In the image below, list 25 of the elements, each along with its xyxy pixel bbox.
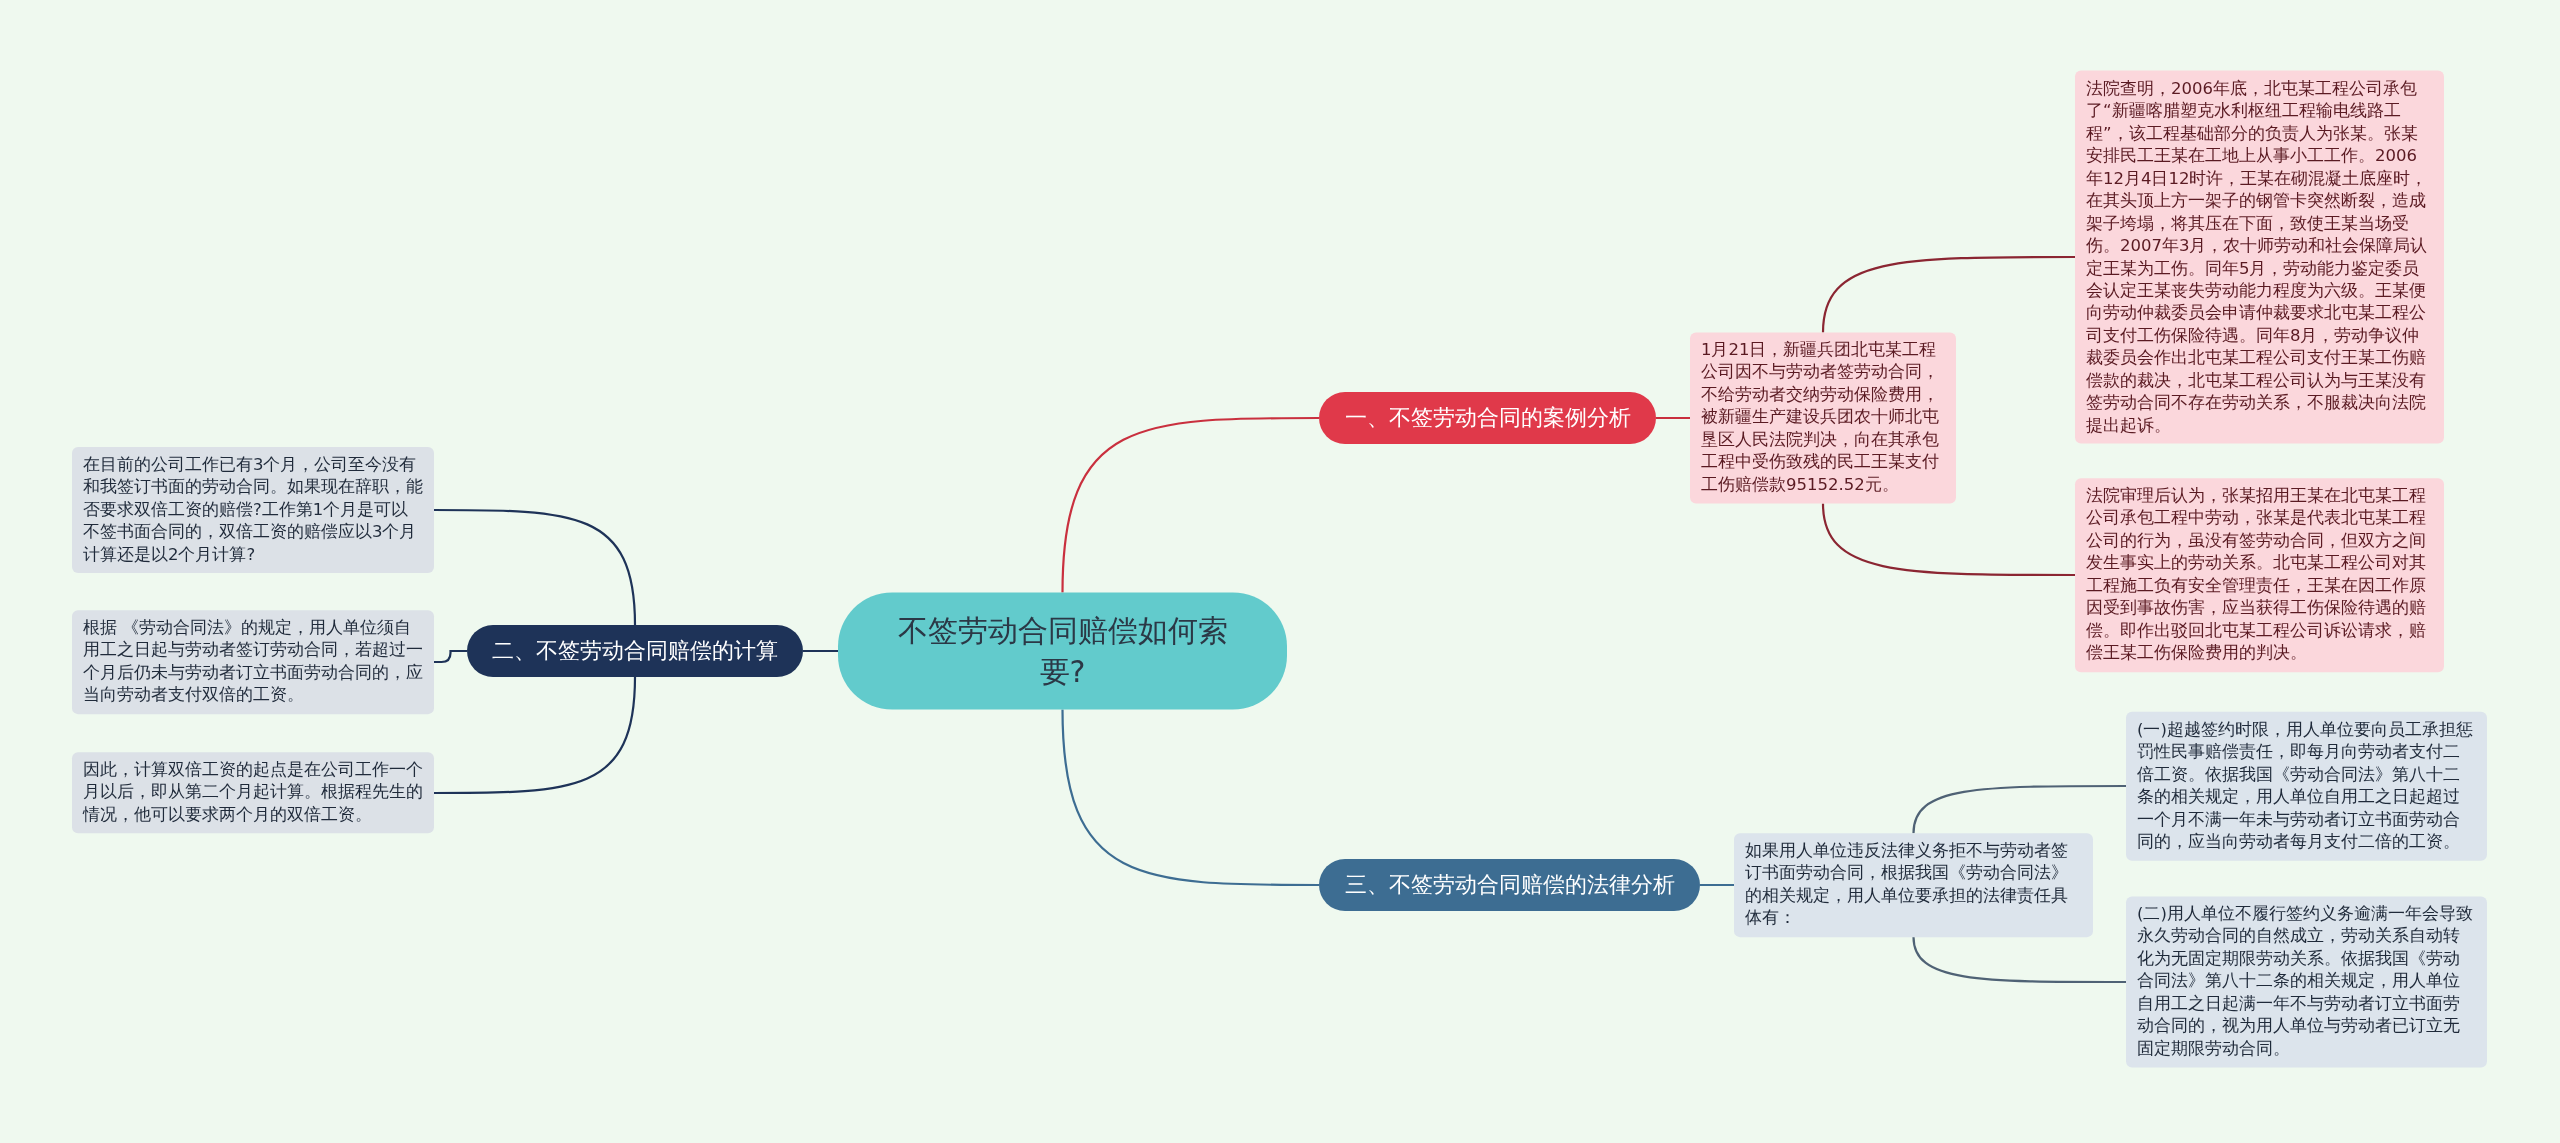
connector-line [1656, 416, 1690, 420]
connector-line [803, 649, 838, 653]
text-card: 在目前的公司工作已有3个月，公司至今没有和我签订书面的劳动合同。如果现在辞职，能否要求双倍工资的赔偿?工作第1个月是可以不签书面合同的，双倍工资的赔偿应以3个月计算还是以2个月计算? [72, 446, 434, 574]
connector-line [1912, 784, 2126, 834]
text-card: 法院审理后认为，张某招用王某在北屯某工程公司承包工程中劳动，张某是代表北屯某工程公司的行为，虽没有签劳动合同，但双方之间发生事实上的劳动关系。北屯某工程公司对其工程施工负有安全管理责任，王某在因工作原因受到事故伤害，应当获得工伤保险待遇的赔偿。即作出驳回北屯某工程公司诉讼请求，赔偿王某工伤保险费用的判决。 [2075, 478, 2444, 672]
connector-line [1061, 709, 1319, 887]
connector-line [1912, 936, 2126, 984]
text-card: (二)用人单位不履行签约义务逾满一年会导致永久劳动合同的自然成立，劳动关系自动转化为无固定期限劳动关系。依据我国《劳动合同法》第八十二条的相关规定，用人单位自用工之日起满一年不与劳动者订立书面劳动合同的，视为用人单位与劳动者已订立无固定期限劳动合同。 [2126, 896, 2487, 1068]
text-card: 法院查明，2006年底，北屯某工程公司承包了“新疆喀腊塑克水利枢纽工程输电线路工程”，该工程基础部分的负责人为张某。张某安排民工王某在工地上从事小工工作。2006年12月4日12时许，王某在砌混凝土底座时，在其头顶上方一架子的钢管卡突然断裂，造成架子垮塌，将其压在下面，致使王某当场受伤。2007年3月，农十师劳动和社会保障局认定王某为工伤。同年5月，劳动能力鉴定委员会认定王某丧失劳动能力程度为六级。王某便向劳动仲裁委员会申请仲裁要求北屯某工程公司支付工伤保险待遇。同年8月，劳动争议仲裁委员会作出北屯某工程公司支付王某工伤赔偿款的裁决，北屯某工程公司认为与王某没有签劳动合同不存在劳动关系，不服裁决向法院提出起诉。 [2075, 70, 2444, 444]
connector-line [434, 508, 637, 626]
text-card: 根据 《劳动合同法》的规定，用人单位须自用工之日起与劳动者签订劳动合同，若超过一个月后仍未与劳动者订立书面劳动合同的，应当向劳动者支付双倍的工资。 [72, 610, 434, 714]
branch-topic: 二、不签劳动合同赔偿的计算 [467, 625, 803, 677]
connector-line [434, 676, 637, 795]
text-card: (一)超越签约时限，用人单位要向员工承担惩罚性民事赔偿责任，即每月向劳动者支付二倍工资。依据我国《劳动合同法》第八十二条的相关规定，用人单位自用工之日起超过一个月不满一年未与劳动者订立书面劳动合同的，应当向劳动者每月支付二倍的工资。 [2126, 711, 2487, 861]
connector-line [1061, 416, 1319, 593]
text-card: 如果用人单位违反法律义务拒不与劳动者签订书面劳动合同，根据我国《劳动合同法》的相关规定，用人单位要承担的法律责任具体有： [1734, 833, 2093, 937]
central-topic: 不签劳动合同赔偿如何索要? [838, 592, 1287, 710]
connector-line [434, 649, 467, 664]
connector-line [1700, 883, 1734, 887]
branch-topic: 一、不签劳动合同的案例分析 [1319, 392, 1656, 444]
text-card: 因此，计算双倍工资的起点是在公司工作一个月以后，即从第二个月起计算。根据程先生的情况，他可以要求两个月的双倍工资。 [72, 752, 434, 834]
connector-line [1821, 503, 2075, 577]
branch-topic: 三、不签劳动合同赔偿的法律分析 [1319, 859, 1700, 911]
text-card: 1月21日，新疆兵团北屯某工程公司因不与劳动者签劳动合同，不给劳动者交纳劳动保险费用，被新疆生产建设兵团农十师北屯垦区人民法院判决，向在其承包工程中受伤致残的民工王某支付工伤赔偿款95152.52元。 [1690, 332, 1956, 504]
connector-line [1821, 255, 2075, 333]
